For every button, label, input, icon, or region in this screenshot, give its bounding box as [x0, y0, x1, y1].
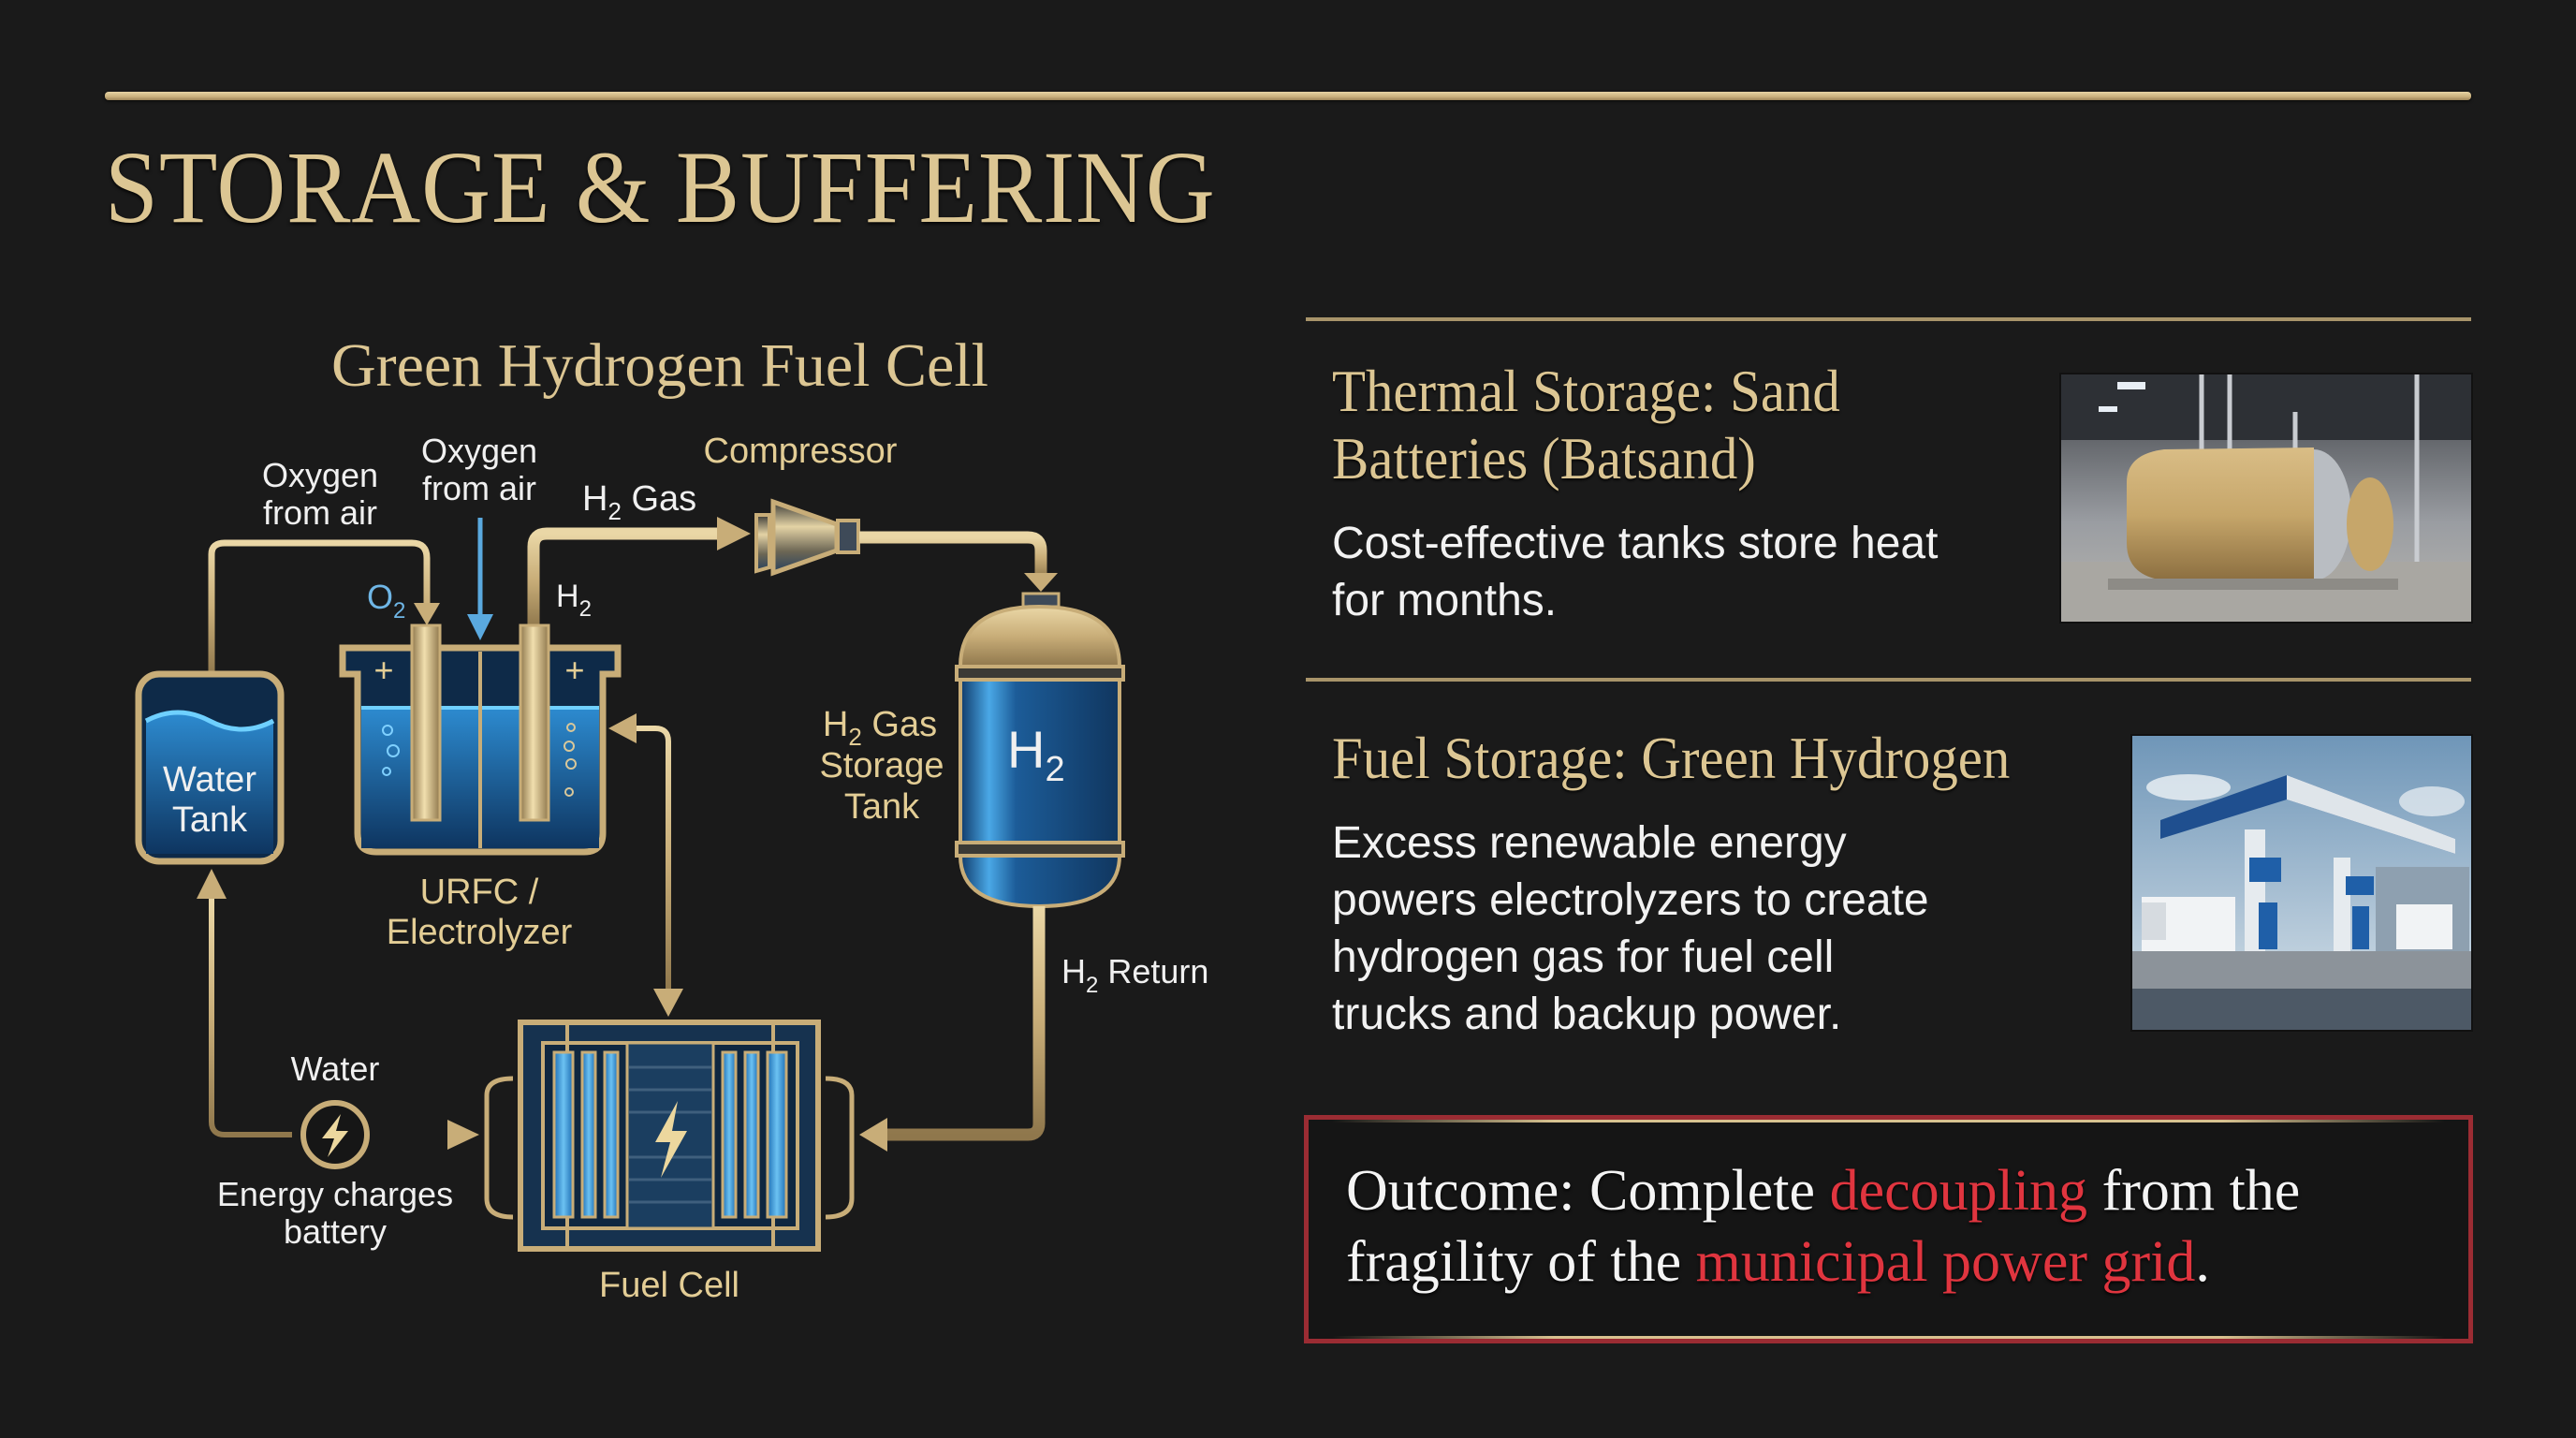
- label-urfc: URFC /: [420, 873, 539, 912]
- section-title-thermal-2: Batteries (Batsand): [1332, 425, 1756, 492]
- label-o2: O2: [367, 578, 405, 624]
- sand-battery-tanks-photo: [2059, 373, 2473, 624]
- outcome-callout: Outcome: Complete decoupling from the fr…: [1304, 1115, 2473, 1343]
- label-energy: Energy charges: [217, 1175, 453, 1213]
- label-water-tank: Water: [163, 760, 256, 800]
- label-compressor: Compressor: [704, 432, 898, 471]
- label-oxygen-left: Oxygen: [262, 456, 378, 494]
- top-rule: [105, 92, 2471, 100]
- water-return-pipe: [209, 899, 292, 1137]
- arrow-icon: [1024, 573, 1058, 592]
- hydrogen-tank-icon: [955, 592, 1125, 909]
- section-divider: [1306, 678, 2471, 682]
- hydrogen-fueling-station-photo: [2130, 734, 2473, 1032]
- arrow-icon: [717, 517, 751, 550]
- label-fuel-cell: Fuel Cell: [599, 1266, 739, 1305]
- compressor-icon: [754, 498, 860, 577]
- section-body-fuel-4: trucks and backup power.: [1332, 990, 1842, 1039]
- section-body-fuel-2: powers electrolyzers to create: [1332, 875, 1929, 925]
- h2-gas-pipe: [527, 527, 721, 627]
- arrow-icon: [653, 989, 683, 1017]
- arrow-icon: [859, 1118, 887, 1152]
- tank-symbol-h2: H2: [1007, 720, 1065, 789]
- arrow-icon: [447, 1120, 479, 1150]
- label-electrolyzer: Electrolyzer: [387, 913, 573, 952]
- section-title-fuel: Fuel Storage: Green Hydrogen: [1332, 725, 2011, 791]
- label-oxygen-center-2: from air: [422, 469, 536, 507]
- page-title: STORAGE & BUFFERING: [105, 130, 1216, 244]
- h2-return-pipe: [884, 906, 1046, 1141]
- arrow-icon: [197, 869, 227, 899]
- arrow-icon: [467, 614, 493, 640]
- water-tank-icon: [135, 670, 285, 865]
- highlight-municipal-power-grid: municipal power grid: [1695, 1230, 2196, 1294]
- lightning-bolt-icon: [300, 1100, 370, 1169]
- label-oxygen-center: Oxygen: [421, 432, 537, 470]
- section-title-thermal: Thermal Storage: Sand: [1332, 358, 1840, 424]
- section-body-fuel-3: hydrogen gas for fuel cell: [1332, 932, 1835, 982]
- label-energy-2: battery: [284, 1212, 387, 1251]
- section-divider: [1306, 317, 2471, 321]
- section-body-thermal-2: for months.: [1332, 576, 1558, 625]
- arrow-icon: [608, 713, 637, 743]
- oxygen-pipe: [208, 539, 431, 676]
- outcome-text: Outcome: Complete decoupling from the fr…: [1346, 1159, 2301, 1294]
- fuel-cell-icon: [484, 1020, 855, 1252]
- label-storage-tank-2: Storage: [819, 746, 944, 785]
- label-storage-tank: H2 Gas: [823, 705, 937, 751]
- highlight-decoupling: decoupling: [1829, 1159, 2088, 1223]
- diagram-title: Green Hydrogen Fuel Cell: [331, 331, 988, 400]
- svg-text:+: +: [564, 651, 584, 689]
- label-h2-gas: H2 Gas: [582, 479, 696, 525]
- arrow-icon: [414, 603, 440, 625]
- compressed-h2-pipe: [859, 531, 1047, 579]
- label-oxygen-left-2: from air: [263, 493, 377, 532]
- label-water-tank-2: Tank: [172, 800, 248, 840]
- label-h2-return: H2 Return: [1061, 952, 1208, 998]
- section-body-thermal: Cost-effective tanks store heat: [1332, 519, 1939, 568]
- electrolyzer-icon: + +: [339, 624, 622, 856]
- label-storage-tank-3: Tank: [844, 787, 920, 827]
- label-h2: H2: [556, 579, 592, 622]
- svg-text:+: +: [373, 651, 393, 689]
- section-body-fuel: Excess renewable energy: [1332, 818, 1847, 868]
- label-water: Water: [291, 1049, 380, 1088]
- bidirectional-pipe: [622, 726, 671, 994]
